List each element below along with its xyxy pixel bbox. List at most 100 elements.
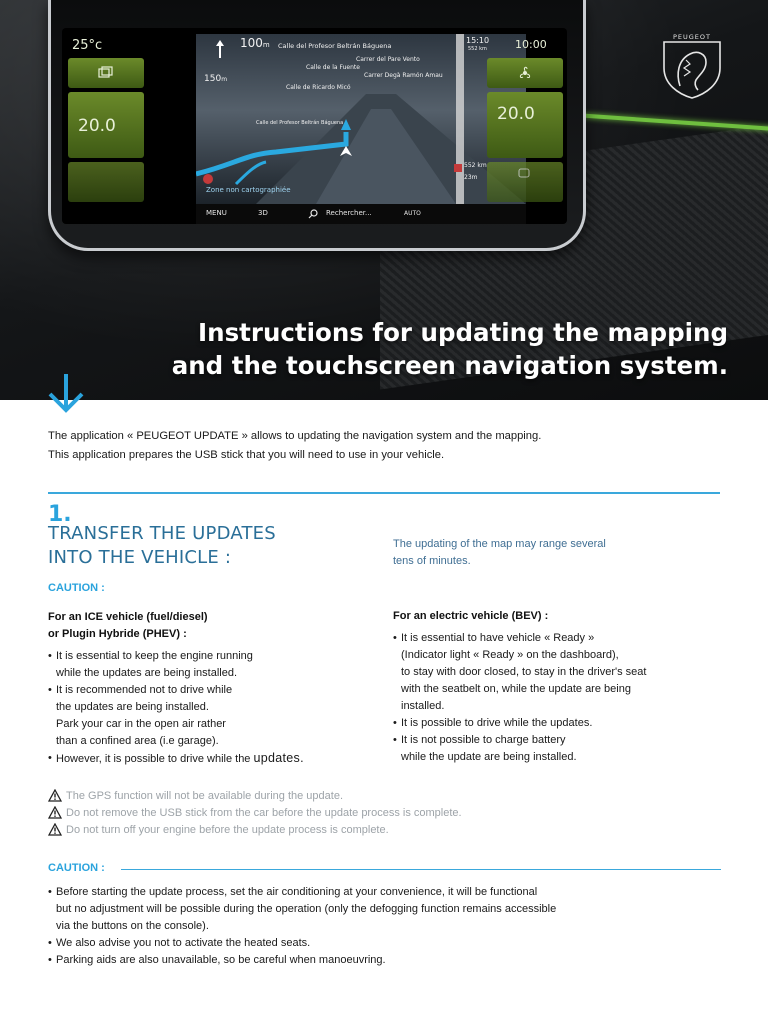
list-item: However, it is possible to drive while t…: [48, 750, 304, 768]
eta-time: 15:10: [466, 36, 490, 45]
list-line: It is essential to have vehicle « Ready …: [401, 632, 595, 644]
list-line: It is recommended not to drive while: [56, 684, 233, 696]
list-line: It is not possible to charge battery: [401, 734, 566, 746]
list-item: Parking aids are also unavailable, so be…: [48, 952, 728, 969]
climate-left-panel: 25°c 20.0: [62, 28, 148, 224]
remaining-distance: 552 km: [464, 162, 487, 169]
list-line: It is essential to keep the engine runni…: [56, 650, 253, 662]
bev-heading: For an electric vehicle (BEV) :: [393, 610, 549, 622]
street-main: Calle del Profesor Beltrán Báguena: [278, 42, 392, 50]
nav-distance: 100m: [240, 36, 270, 50]
fan-icon: [519, 66, 531, 79]
eta-distance: 552 km: [468, 46, 487, 52]
note-line-2: tens of minutes.: [393, 555, 471, 567]
zone-label: Zone non cartographiée: [206, 186, 291, 194]
right-panel-top-box: [487, 58, 563, 88]
ice-list: It is essential to keep the engine runni…: [48, 648, 304, 768]
street-label-2: Calle de la Fuente: [306, 64, 360, 71]
list-item: It is possible to drive while the update…: [393, 715, 646, 732]
list-line: but no adjustment will be possible durin…: [56, 903, 557, 915]
left-panel-bottom-box: [68, 162, 144, 202]
street-label-6: Calle del Profesor Beltrán Báguena: [256, 120, 344, 126]
clock: 10:00: [515, 38, 547, 51]
hero-banner: 25°c 20.0: [0, 0, 768, 400]
note-line-1: The updating of the map may range severa…: [393, 538, 606, 550]
list-line: Parking aids are also unavailable, so be…: [56, 954, 386, 966]
list-item: We also advise you not to activate the h…: [48, 935, 728, 952]
turn-distance: 150m: [204, 74, 228, 84]
ice-heading: For an ICE vehicle (fuel/diesel) or Plug…: [48, 609, 208, 643]
navigation-map[interactable]: 100m Calle del Profesor Beltrán Báguena …: [196, 34, 526, 204]
right-temp-box[interactable]: 20.0: [487, 92, 563, 158]
warning-text: Do not turn off your engine before the u…: [66, 823, 389, 836]
section-divider: [48, 492, 720, 494]
outside-temp: 25°c: [72, 38, 103, 53]
list-line: than a confined area (i.e garage).: [56, 735, 219, 747]
menu-button[interactable]: MENU: [206, 209, 227, 217]
climate-right-panel: 10:00 20.0: [481, 28, 567, 224]
left-temp-box[interactable]: 20.0: [68, 92, 144, 158]
title-line-2: and the touchscreen navigation system.: [171, 351, 728, 380]
left-panel-top-box: [68, 58, 144, 88]
warning-triangle-icon: [48, 789, 62, 802]
peugeot-logo: PEUGEOT: [660, 30, 724, 100]
3d-view-button[interactable]: 3D: [258, 209, 268, 217]
screen-bottom-bar: MENU 3D Rechercher... AUTO: [196, 204, 526, 224]
caution-list: Before starting the update process, set …: [48, 884, 728, 969]
peugeot-lion-icon: PEUGEOT: [663, 33, 721, 99]
duration-note: The updating of the map may range severa…: [393, 536, 606, 570]
section-number: 1.: [48, 502, 72, 527]
apps-icon: [98, 66, 113, 78]
list-item: Before starting the update process, set …: [48, 884, 728, 935]
ice-heading-line-1: For an ICE vehicle (fuel/diesel): [48, 611, 208, 623]
street-label-4: Carrer del Pare Vento: [356, 56, 420, 63]
ice-heading-line-2: or Plugin Hybride (PHEV) :: [48, 628, 187, 640]
street-label-3: Calle de Ricardo Micó: [286, 84, 351, 91]
list-line: Park your car in the open air rather: [56, 718, 226, 730]
warning-usb: Do not remove the USB stick from the car…: [48, 806, 462, 819]
search-field[interactable]: Rechercher...: [326, 209, 372, 217]
list-line: (Indicator light « Ready » on the dashbo…: [401, 649, 619, 661]
list-line: We also advise you not to activate the h…: [56, 937, 311, 949]
page-title: Instructions for updating the mapping an…: [172, 316, 728, 382]
intro-line-2: This application prepares the USB stick …: [48, 449, 445, 461]
remaining-altitude: 23m: [464, 174, 478, 181]
list-line: while the update are being installed.: [401, 751, 577, 763]
auto-button[interactable]: AUTO: [404, 210, 421, 217]
intro-line-1: The application « PEUGEOT UPDATE » allow…: [48, 430, 542, 442]
list-line: with the seatbelt on, while the update a…: [401, 683, 631, 695]
list-line: to stay with door closed, to stay in the…: [401, 666, 647, 678]
list-item: It is essential to have vehicle « Ready …: [393, 630, 646, 715]
seat-heat-icon: [518, 168, 530, 178]
svg-text:PEUGEOT: PEUGEOT: [673, 33, 711, 41]
left-temp: 20.0: [78, 116, 116, 136]
list-line-emphasis: updates.: [253, 751, 304, 765]
list-line: via the buttons on the console).: [56, 920, 209, 932]
list-line: the updates are being installed.: [56, 701, 209, 713]
search-icon[interactable]: [308, 209, 318, 219]
warning-triangle-icon: [48, 806, 62, 819]
right-panel-bottom-box: [487, 162, 563, 202]
bev-list: It is essential to have vehicle « Ready …: [393, 630, 646, 766]
list-line: It is possible to drive while the update…: [401, 717, 593, 729]
title-line-1: Instructions for updating the mapping: [198, 318, 728, 347]
section-title-line-1: TRANSFER THE UPDATES: [48, 523, 276, 544]
list-item: It is essential to keep the engine runni…: [48, 648, 304, 682]
touchscreen: 25°c 20.0: [62, 28, 567, 224]
caution-divider: [121, 869, 721, 870]
warning-triangle-icon: [48, 823, 62, 836]
section-title: TRANSFER THE UPDATES INTO THE VEHICLE :: [48, 522, 276, 570]
warning-gps: The GPS function will not be available d…: [48, 789, 343, 802]
list-item: It is not possible to charge battery whi…: [393, 732, 646, 766]
warning-text: Do not remove the USB stick from the car…: [66, 806, 462, 819]
intro-text: The application « PEUGEOT UPDATE » allow…: [48, 427, 541, 465]
map-graphics: [196, 34, 526, 204]
caution-label-2: CAUTION :: [48, 862, 105, 874]
list-line: Before starting the update process, set …: [56, 886, 538, 898]
right-temp: 20.0: [497, 104, 535, 124]
section-title-line-2: INTO THE VEHICLE :: [48, 547, 232, 568]
street-label-5: Carrer Degà Ramón Amau: [364, 72, 443, 79]
warning-engine: Do not turn off your engine before the u…: [48, 823, 389, 836]
warning-text: The GPS function will not be available d…: [66, 789, 344, 802]
list-line: However, it is possible to drive while t…: [56, 753, 254, 765]
